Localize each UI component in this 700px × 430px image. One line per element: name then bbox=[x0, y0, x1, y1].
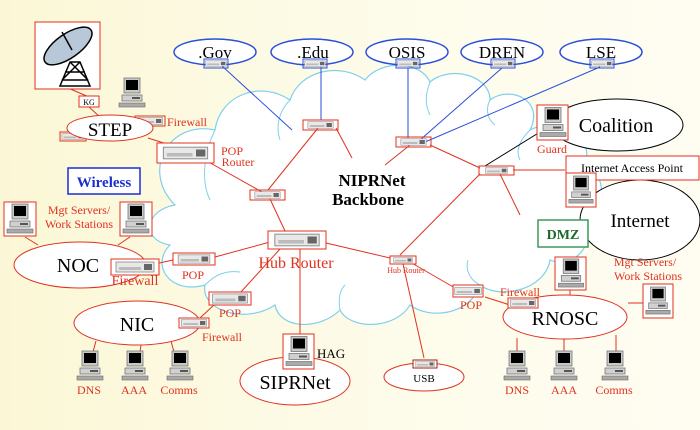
svg-text:SIPRNet: SIPRNet bbox=[259, 372, 331, 394]
external-links bbox=[221, 65, 601, 143]
nic-dns-label: DNS bbox=[77, 383, 101, 397]
rnosc-firewall-label: Firewall bbox=[500, 285, 541, 299]
edu-label: .Edu bbox=[297, 43, 329, 62]
router-icon bbox=[212, 293, 248, 304]
rnosc-pop-label: POP bbox=[460, 298, 482, 312]
noc-mgt-label: Mgt Servers/ bbox=[48, 203, 111, 217]
pop-router-label: POP bbox=[221, 144, 243, 158]
rnosc-comms-label: Comms bbox=[595, 383, 633, 397]
rnosc-dns-label: DNS bbox=[505, 383, 529, 397]
router-icon bbox=[509, 299, 537, 307]
backbone-title: Backbone bbox=[332, 190, 404, 209]
usb-node[interactable]: USB bbox=[383, 362, 465, 392]
nic-firewall-label: Firewall bbox=[202, 330, 243, 344]
step-label: STEP bbox=[88, 120, 132, 141]
svg-text:DMZ: DMZ bbox=[547, 228, 580, 243]
kg-box: KG bbox=[78, 95, 100, 108]
noc-firewall-label: Firewall bbox=[112, 274, 159, 289]
computer-icon bbox=[166, 350, 194, 381]
rnosc-mgt-label: Mgt Servers/ bbox=[614, 255, 677, 269]
hub-router-label: Hub Router bbox=[258, 255, 334, 272]
svg-text:Wireless: Wireless bbox=[77, 175, 132, 191]
svg-text:RNOSC: RNOSC bbox=[532, 308, 599, 330]
computer-icon bbox=[550, 350, 578, 381]
external-network-dren[interactable]: DREN bbox=[460, 38, 544, 66]
pop-router-label: Router bbox=[222, 155, 255, 169]
svg-text:Internet: Internet bbox=[610, 211, 670, 232]
svg-text:USB: USB bbox=[413, 373, 434, 385]
step-firewall-label: Firewall bbox=[167, 115, 208, 129]
noc-node[interactable]: NOC bbox=[13, 241, 147, 289]
router-icon bbox=[180, 319, 208, 327]
siprnet-node[interactable]: SIPRNet bbox=[239, 356, 351, 406]
step-workstation-icon bbox=[118, 77, 146, 108]
internet-node[interactable]: Internet bbox=[579, 179, 700, 261]
lse-label: LSE bbox=[586, 43, 616, 62]
external-network-gov[interactable]: .Gov bbox=[173, 38, 257, 66]
noc-pop-label: POP bbox=[182, 268, 204, 282]
nic-comms-label: Comms bbox=[160, 383, 198, 397]
satellite-dish-icon bbox=[34, 21, 101, 90]
router-icon bbox=[454, 287, 482, 295]
svg-text:Coalition: Coalition bbox=[579, 115, 653, 137]
dmz-box[interactable]: DMZ bbox=[537, 219, 589, 248]
nic-node[interactable]: NIC bbox=[73, 300, 201, 346]
svg-text:NOC: NOC bbox=[57, 255, 99, 277]
osis-label: OSIS bbox=[389, 43, 426, 62]
nic-pop-label: POP bbox=[219, 306, 241, 320]
router-icon bbox=[177, 254, 211, 264]
backbone-title: NIPRNet bbox=[338, 171, 405, 190]
external-network-osis[interactable]: OSIS bbox=[365, 38, 449, 66]
router-icon bbox=[115, 261, 155, 273]
computer-icon bbox=[76, 350, 104, 381]
hub-router-small-label: Hub Router bbox=[387, 266, 425, 275]
nic-aaa-label: AAA bbox=[121, 383, 147, 397]
computer-icon bbox=[121, 350, 149, 381]
noc-mgt-label: Work Stations bbox=[45, 217, 113, 231]
router-icon bbox=[203, 58, 615, 69]
svg-text:NIC: NIC bbox=[120, 314, 154, 336]
internet-access-point-label: Internet Access Point bbox=[581, 161, 684, 175]
svg-text:KG: KG bbox=[83, 98, 95, 107]
rnosc-aaa-label: AAA bbox=[551, 383, 577, 397]
coalition-node[interactable]: Coalition bbox=[550, 98, 684, 152]
computer-icon bbox=[601, 350, 629, 381]
guard-link bbox=[484, 131, 541, 167]
guard-label: Guard bbox=[537, 142, 567, 156]
router-icon bbox=[415, 361, 435, 367]
computer-icon bbox=[503, 350, 531, 381]
dren-label: DREN bbox=[479, 43, 525, 62]
wireless-box[interactable]: Wireless bbox=[67, 167, 141, 195]
hub-router[interactable] bbox=[267, 230, 327, 250]
gov-label: .Gov bbox=[198, 43, 232, 62]
step-node[interactable]: STEP bbox=[66, 114, 154, 142]
router-icon bbox=[393, 257, 413, 263]
external-network-edu[interactable]: .Edu bbox=[270, 38, 354, 66]
hag-label: HAG bbox=[317, 346, 345, 361]
pop-router[interactable] bbox=[156, 142, 215, 164]
rnosc-mgt-label: Work Stations bbox=[614, 269, 682, 283]
